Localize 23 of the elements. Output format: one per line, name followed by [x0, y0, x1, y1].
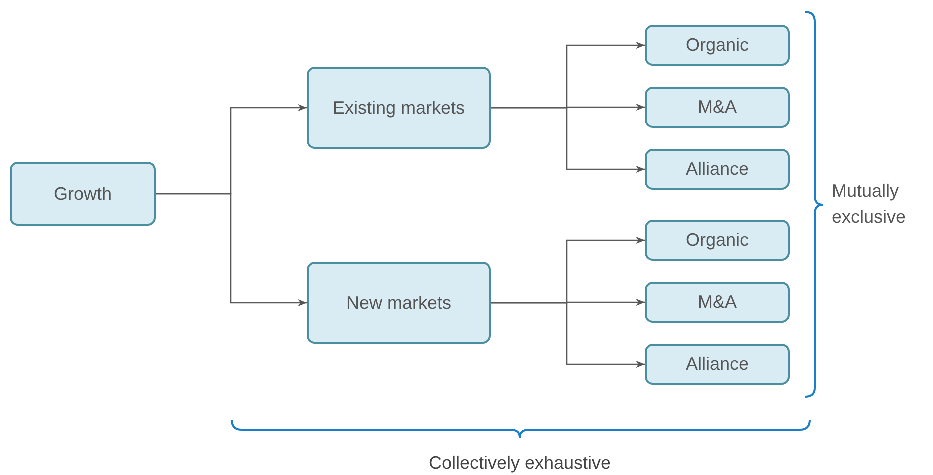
box-label: Organic [686, 34, 750, 57]
process-box [645, 282, 790, 323]
box-label: M&A [698, 291, 737, 314]
process-box [645, 87, 790, 128]
box-label: New markets [346, 292, 452, 314]
process-box [307, 262, 491, 344]
process-box [645, 344, 790, 385]
box-label: Alliance [686, 353, 750, 376]
process-box [10, 162, 156, 226]
process-box [645, 149, 790, 190]
brace-label: Collectively exhaustive [428, 452, 612, 475]
process-box [645, 220, 790, 261]
process-box [645, 25, 790, 66]
connector-arrow [156, 193, 307, 307]
brace-label: Mutually exclusive [832, 180, 908, 229]
box-label: M&A [698, 96, 737, 119]
box-label: Existing markets [332, 96, 466, 120]
box-label: Organic [686, 229, 750, 252]
connector-arrow [491, 302, 645, 368]
box-label: Growth [54, 182, 112, 206]
process-box [307, 67, 491, 149]
box-label: Alliance [686, 158, 750, 181]
connector-arrow [491, 107, 645, 174]
